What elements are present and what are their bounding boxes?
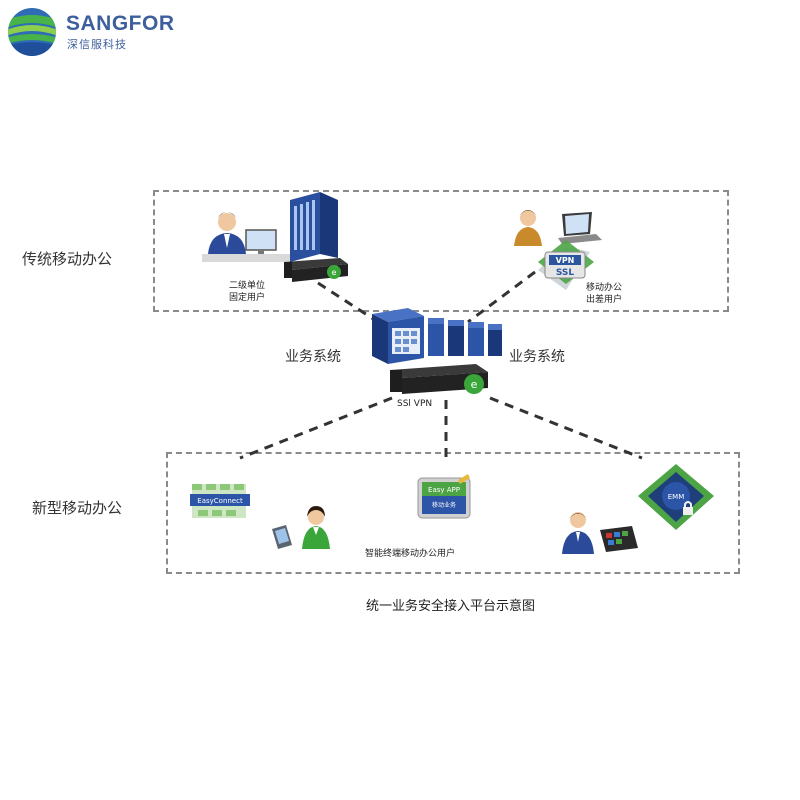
link-branch-to-business bbox=[317, 281, 379, 324]
emm-badge-icon: EMM bbox=[638, 464, 714, 530]
main-server-icon bbox=[372, 308, 424, 364]
secondary-server-icons bbox=[428, 318, 502, 356]
mobile-user-illustration: VPN SSL bbox=[514, 210, 602, 290]
link-vpn-to-easyconnect bbox=[239, 396, 393, 460]
female-user-icon bbox=[302, 506, 330, 549]
traditional-mobile-office-region bbox=[153, 190, 729, 312]
brand-subtitle: 深信服科技 bbox=[67, 38, 127, 51]
tablet-device-icon bbox=[600, 526, 638, 552]
male-user-icon bbox=[562, 512, 594, 554]
office-building-icon bbox=[290, 192, 338, 262]
laptop-icon bbox=[558, 212, 602, 244]
business-system-left-label: 业务系统 bbox=[285, 349, 341, 365]
emm-badge-text: EMM bbox=[668, 493, 685, 501]
brand-name: SANGFOR bbox=[66, 12, 175, 35]
easy-app-subtitle-text: 移动业务 bbox=[432, 501, 456, 509]
vpn-badge-text: VPN bbox=[556, 256, 575, 265]
new-mobile-office-region bbox=[166, 452, 740, 574]
sangfor-logo-icon bbox=[8, 8, 56, 56]
svg-text:e: e bbox=[471, 378, 478, 391]
easyconnect-text: EasyConnect bbox=[197, 497, 243, 505]
business-system-right-label: 业务系统 bbox=[509, 349, 565, 365]
business-systems-cluster: e bbox=[372, 308, 502, 394]
desktop-monitor-icon bbox=[245, 229, 277, 256]
ssl-vpn-appliance-icon: e bbox=[390, 364, 488, 394]
link-vpn-to-emm bbox=[489, 396, 643, 460]
easy-app-title-text: Easy APP bbox=[428, 486, 460, 494]
lock-icon bbox=[683, 501, 693, 515]
mobile-user-person-icon bbox=[514, 210, 542, 246]
pda-device-icon bbox=[272, 525, 292, 549]
svg-text:e: e bbox=[332, 268, 337, 277]
easy-app-icon: Easy APP 移动业务 bbox=[417, 474, 471, 519]
link-mobile-to-business bbox=[467, 270, 536, 324]
smart-terminal-user-label: 智能终端移动办公用户 bbox=[365, 549, 456, 559]
network-appliance-icon: e bbox=[284, 258, 348, 282]
ssl-vpn-badge-icon: VPN SSL bbox=[538, 240, 594, 290]
easyconnect-app-icon: EasyConnect bbox=[190, 484, 250, 518]
branch-office-illustration: e bbox=[202, 192, 348, 282]
mobile-user-label: 移动办公 出差用户 bbox=[586, 283, 623, 305]
branch-user-label: 二级单位 固定用户 bbox=[229, 281, 266, 303]
traditional-mobile-office-label: 传统移动办公 bbox=[22, 250, 113, 268]
diagram-caption: 统一业务安全接入平台示意图 bbox=[366, 599, 536, 614]
tablet-user-illustration bbox=[562, 512, 638, 554]
pda-user-illustration bbox=[272, 506, 330, 549]
ssl-vpn-label: SSl VPN bbox=[397, 399, 433, 409]
new-mobile-office-label: 新型移动办公 bbox=[32, 499, 123, 517]
ssl-badge-text: SSL bbox=[556, 268, 575, 278]
fixed-user-person-icon bbox=[208, 212, 246, 254]
